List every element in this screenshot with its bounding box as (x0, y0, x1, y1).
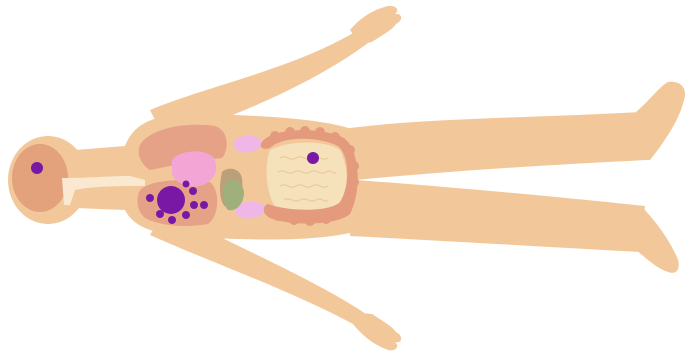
lesion-liver-small (146, 194, 154, 202)
lesion-liver-small (182, 211, 190, 219)
lesion-small-intestine (307, 152, 319, 164)
haustra-bump (345, 145, 355, 155)
haustra-bump (300, 126, 310, 136)
haustra-bump (315, 127, 325, 137)
haustra-bump (273, 211, 283, 221)
small-intestine (267, 143, 347, 216)
lesion-brain (31, 162, 43, 174)
haustra-bump (349, 161, 359, 171)
lesion-liver-small (200, 201, 208, 209)
lesion-liver-small (189, 187, 197, 195)
haustra-bump (321, 214, 331, 224)
lesion-liver-small (190, 201, 198, 209)
lesion-liver-small (156, 210, 164, 218)
haustra-bump (345, 193, 355, 203)
brain (12, 144, 68, 212)
lesion-liver-small (168, 216, 176, 224)
haustra-bump (349, 177, 359, 187)
haustra-bump (289, 215, 299, 225)
lesion-liver-large (157, 186, 185, 214)
haustra-bump (305, 216, 315, 226)
haustra-bump (330, 132, 340, 142)
lesion-liver-small (183, 181, 190, 188)
haustra-bump (285, 127, 295, 137)
haustra-bump (337, 207, 347, 217)
haustra-bump (270, 131, 280, 141)
